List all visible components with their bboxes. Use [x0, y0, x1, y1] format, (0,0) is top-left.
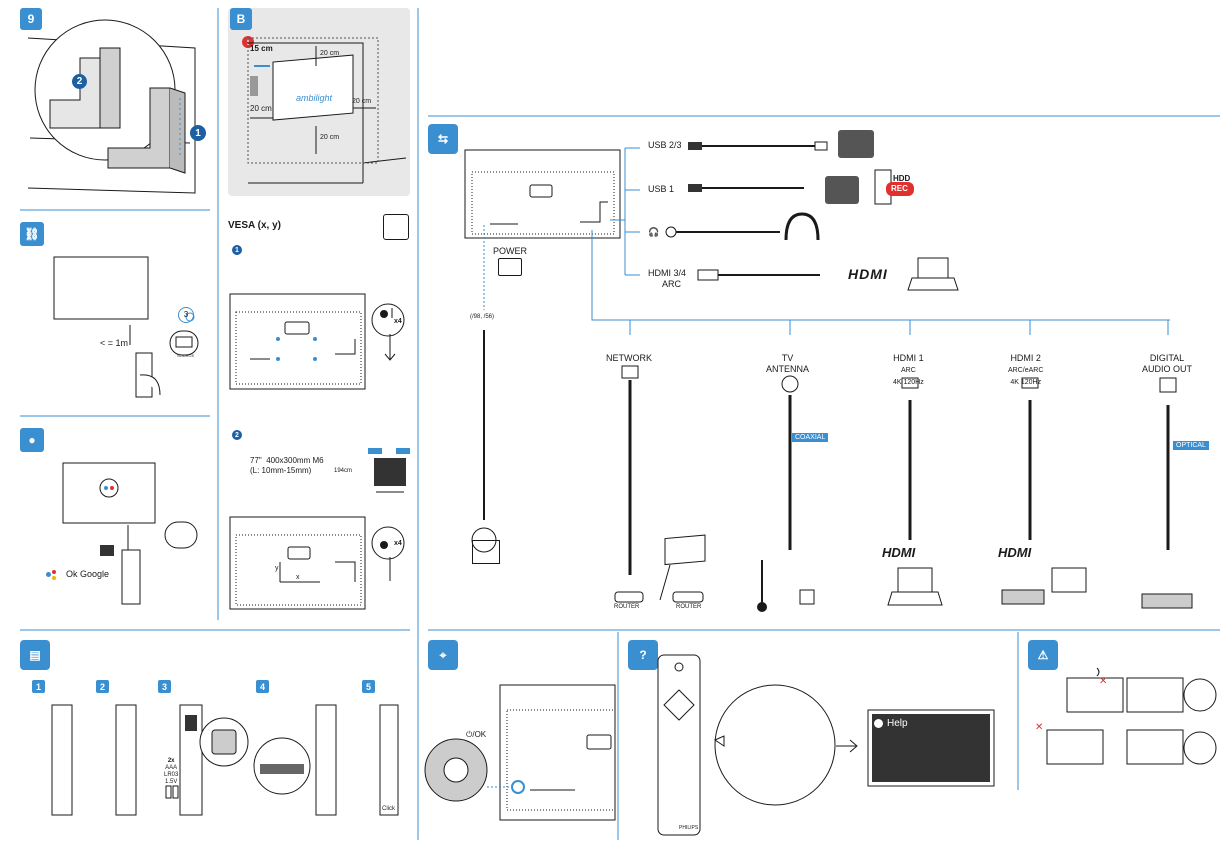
remote-battery-icon: ▤	[20, 640, 50, 670]
label-network: NETWORK	[606, 353, 652, 363]
vesa-axis-x: x	[296, 574, 300, 581]
hdmi-logo-1: HDMI	[882, 545, 916, 560]
battery-spec: 2x AAA LR03 1.5V	[164, 758, 179, 785]
battery-step-4: 4	[256, 680, 269, 693]
help-q-icon	[874, 719, 883, 728]
help-illustration	[657, 654, 995, 836]
battery-steps-illustration	[51, 704, 399, 816]
svg-text:✕: ✕	[1035, 722, 1043, 733]
joystick-ok-label: ⏻/OK	[466, 730, 487, 739]
battery-step-3: 3	[158, 680, 171, 693]
label-usb1: USB 1	[648, 184, 675, 194]
vesa-step-1: 1	[232, 245, 242, 255]
gap-side-label: 15 cm	[250, 44, 273, 53]
connections-diagram	[464, 130, 1193, 612]
wall-socket-icon	[472, 540, 500, 564]
gap-top-label: 20 cm	[320, 50, 340, 57]
label-rec: REC	[891, 184, 908, 193]
hdmi-logo-top: HDMI	[848, 266, 888, 282]
power-socket-icon	[498, 258, 522, 276]
pairing-illustration	[53, 256, 199, 398]
vesa-axis-y: y	[275, 565, 279, 572]
click-label: Click	[382, 806, 395, 812]
remote-brand: PHILIPS	[679, 825, 699, 831]
link-icon: ⛓	[20, 222, 44, 246]
joystick-section-icon: ⌖	[428, 640, 458, 670]
timer-icon: 3	[178, 307, 194, 323]
marker-1: 1	[190, 125, 206, 141]
screw-count-2: x4	[394, 540, 402, 547]
label-router-2: ROUTER	[676, 604, 702, 610]
optical-tag: OPTICAL	[1173, 441, 1209, 450]
warning-triangle-icon: ⚠	[1028, 640, 1058, 670]
step-badge-9: 9	[20, 8, 42, 30]
screw-remove-icon	[371, 303, 405, 361]
section-b-badge: B	[230, 8, 252, 30]
gap-right-label: 20 cm	[352, 98, 372, 105]
connections-icon: ⇆	[428, 124, 458, 154]
gap-left-label: 20 cm	[250, 104, 272, 113]
pair-distance: < = 1m	[100, 338, 129, 348]
source-key-label: SOURCE	[177, 353, 195, 358]
ok-google-label: Ok Google	[66, 569, 110, 579]
google-dots-icon	[46, 570, 62, 580]
label-usb23: USB 2/3	[648, 140, 682, 150]
battery-step-5: 5	[362, 680, 375, 693]
warning-illustration: ✕ ✕	[1035, 667, 1217, 765]
tv-back-illustration-2	[229, 516, 366, 610]
coaxial-tag: COAXIAL	[792, 433, 829, 442]
joystick-illustration	[424, 684, 616, 821]
marker-2: 2	[72, 74, 87, 89]
tv-back-illustration-1	[229, 293, 366, 390]
gap-bottom-label: 20 cm	[320, 134, 340, 141]
help-section-icon: ?	[628, 640, 658, 670]
ambilight-logo: ambilight	[296, 93, 333, 103]
vesa-title: VESA (x, y)	[228, 220, 281, 231]
battery-step-1: 1	[32, 680, 45, 693]
vesa-step-2: 2	[232, 430, 242, 440]
vesa-spec-model: 77" 400x300mm M6	[250, 456, 324, 465]
screw-count-1: x4	[394, 318, 402, 325]
hdmi-logo-2: HDMI	[998, 545, 1032, 560]
label-power: POWER	[493, 246, 528, 256]
help-screen-title: Help	[887, 718, 908, 729]
power-spec: (/98, /56)	[470, 314, 495, 320]
svg-text:✕: ✕	[1099, 676, 1107, 687]
vesa-spec-length: (L: 10mm-15mm)	[250, 466, 312, 475]
vesa-bracket-illustration	[368, 448, 410, 493]
vesa-mount-icon	[383, 214, 409, 240]
label-hdd: HDD	[893, 174, 911, 183]
clearance-illustration	[247, 37, 407, 184]
assistant-illustration	[62, 462, 198, 605]
wall-mount-illustration	[27, 19, 196, 194]
label-router-1: ROUTER	[614, 604, 640, 610]
battery-step-2: 2	[96, 680, 109, 693]
headphone-jack-icon: 🎧	[648, 227, 660, 237]
screw-install-icon	[371, 526, 405, 581]
vesa-spec-diagonal: 194cm	[334, 468, 353, 474]
assistant-icon: ●	[20, 428, 44, 452]
